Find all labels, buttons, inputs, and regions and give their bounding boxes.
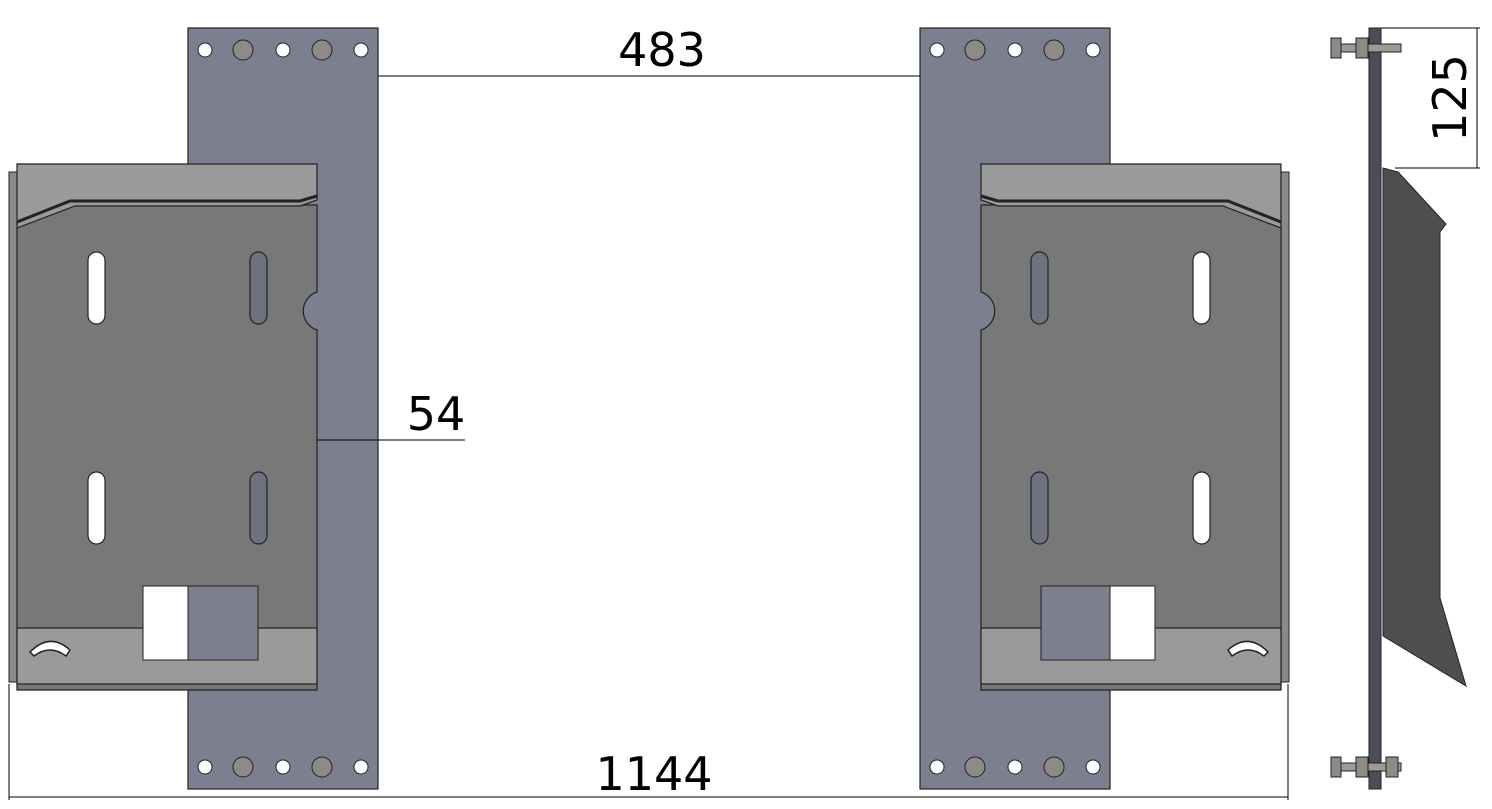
window-opening bbox=[1109, 585, 1156, 661]
slot bbox=[1192, 251, 1211, 325]
slot bbox=[87, 251, 106, 325]
right-carrier-top-cap bbox=[980, 163, 1282, 229]
slot bbox=[1030, 251, 1049, 325]
left-carrier bbox=[8, 163, 318, 691]
bolt-head bbox=[232, 756, 254, 778]
hole bbox=[197, 42, 213, 58]
window-opening bbox=[142, 585, 189, 661]
bolt-head bbox=[311, 756, 333, 778]
right-plate-bottom-fasteners bbox=[929, 756, 1101, 778]
left-plate-top-fasteners bbox=[197, 39, 369, 61]
hole bbox=[197, 759, 213, 775]
left-carrier-cap-edge bbox=[16, 194, 318, 224]
hook bbox=[28, 640, 71, 658]
hole bbox=[275, 759, 291, 775]
dimension-483: 483 bbox=[378, 23, 920, 77]
bolt-head bbox=[964, 39, 986, 61]
dimension-label-1144: 1144 bbox=[595, 747, 712, 801]
bolt-nut bbox=[1355, 756, 1369, 778]
side-bottom-bolt bbox=[1330, 756, 1402, 778]
bolt-head bbox=[1330, 756, 1342, 778]
hole bbox=[929, 759, 945, 775]
right-carrier-body bbox=[980, 204, 1282, 691]
bolt-head bbox=[311, 39, 333, 61]
left-carrier-top-cap bbox=[16, 163, 318, 229]
right-carrier-cap-edge bbox=[980, 194, 1282, 224]
left-plate-bottom-fasteners bbox=[197, 756, 369, 778]
bolt-nut bbox=[1355, 37, 1369, 59]
dimension-label-125: 125 bbox=[1423, 54, 1477, 142]
right-assembly bbox=[919, 27, 1290, 790]
right-plate-top-fasteners bbox=[929, 39, 1101, 61]
dimension-label-54: 54 bbox=[407, 387, 466, 441]
dimension-54: 54 bbox=[317, 387, 465, 441]
bolt-head bbox=[232, 39, 254, 61]
bolt-head bbox=[1330, 37, 1342, 59]
right-carrier bbox=[980, 163, 1290, 691]
left-assembly bbox=[8, 27, 379, 790]
dimension-125: 125 bbox=[1381, 27, 1480, 169]
hole bbox=[353, 42, 369, 58]
side-blade bbox=[1382, 167, 1467, 688]
bolt-head bbox=[1043, 39, 1065, 61]
hook bbox=[1227, 640, 1270, 658]
hole bbox=[275, 42, 291, 58]
window-plate-visible bbox=[187, 585, 259, 661]
slot bbox=[1192, 471, 1211, 545]
left-carrier-body bbox=[16, 204, 318, 691]
bolt-head bbox=[1043, 756, 1065, 778]
slot bbox=[249, 251, 268, 325]
side-plate bbox=[1368, 27, 1382, 790]
slot bbox=[1030, 471, 1049, 545]
side-view bbox=[1330, 27, 1467, 790]
slot bbox=[87, 471, 106, 545]
dimension-1144: 1144 bbox=[8, 684, 1289, 801]
bolt-nut bbox=[1385, 756, 1399, 778]
hole bbox=[1007, 42, 1023, 58]
side-top-bolt bbox=[1330, 37, 1402, 59]
hole bbox=[1007, 759, 1023, 775]
dimension-label-483: 483 bbox=[618, 23, 706, 77]
window-plate-visible bbox=[1040, 585, 1111, 661]
bolt-head bbox=[964, 756, 986, 778]
slot bbox=[249, 471, 268, 545]
hole bbox=[929, 42, 945, 58]
hole bbox=[353, 759, 369, 775]
hole bbox=[1085, 759, 1101, 775]
hole bbox=[1085, 42, 1101, 58]
